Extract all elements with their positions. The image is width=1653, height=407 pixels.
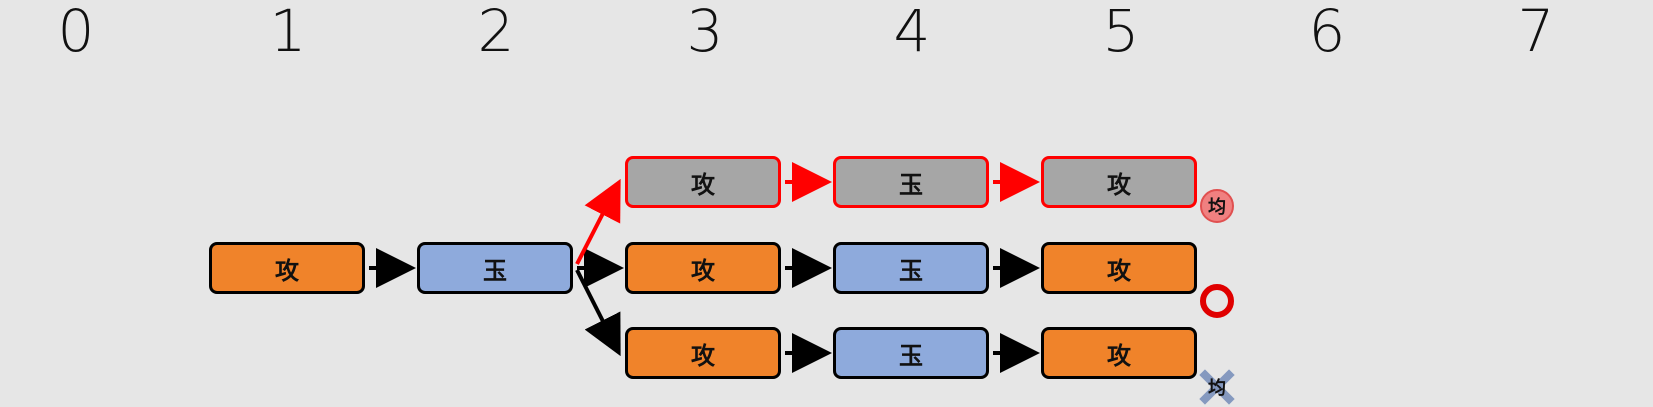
node-top-king-4: 玉 [833, 156, 989, 208]
node-mid-attack-5: 攻 [1041, 242, 1197, 294]
lose-marker-label: 均 [1208, 378, 1226, 399]
column-number-1: 1 [269, 0, 307, 65]
node-mid-king-4: 玉 [833, 242, 989, 294]
node-bot-king-4: 玉 [833, 327, 989, 379]
column-number-6: 6 [1308, 0, 1346, 65]
node-bot-attack-5: 攻 [1041, 327, 1197, 379]
node-king-2: 玉 [417, 242, 573, 294]
node-attack-1: 攻 [209, 242, 365, 294]
node-top-attack-3: 攻 [625, 156, 781, 208]
node-mid-attack-3: 攻 [625, 242, 781, 294]
edge-n2-bot1 [575, 269, 621, 357]
lose-cross-icon: 均 [1199, 369, 1235, 405]
node-bot-attack-3: 攻 [625, 327, 781, 379]
draw-marker-label: 均 [1208, 197, 1226, 218]
column-number-4: 4 [893, 0, 931, 65]
column-number-7: 7 [1517, 0, 1555, 65]
draw-marker-icon: 均 [1200, 189, 1234, 223]
column-number-0: 0 [57, 0, 95, 65]
edge-n2-top1 [575, 178, 621, 265]
win-circle-icon [1200, 284, 1234, 318]
column-number-3: 3 [686, 0, 724, 65]
column-number-2: 2 [477, 0, 515, 65]
column-number-5: 5 [1102, 0, 1140, 65]
node-top-attack-5: 攻 [1041, 156, 1197, 208]
